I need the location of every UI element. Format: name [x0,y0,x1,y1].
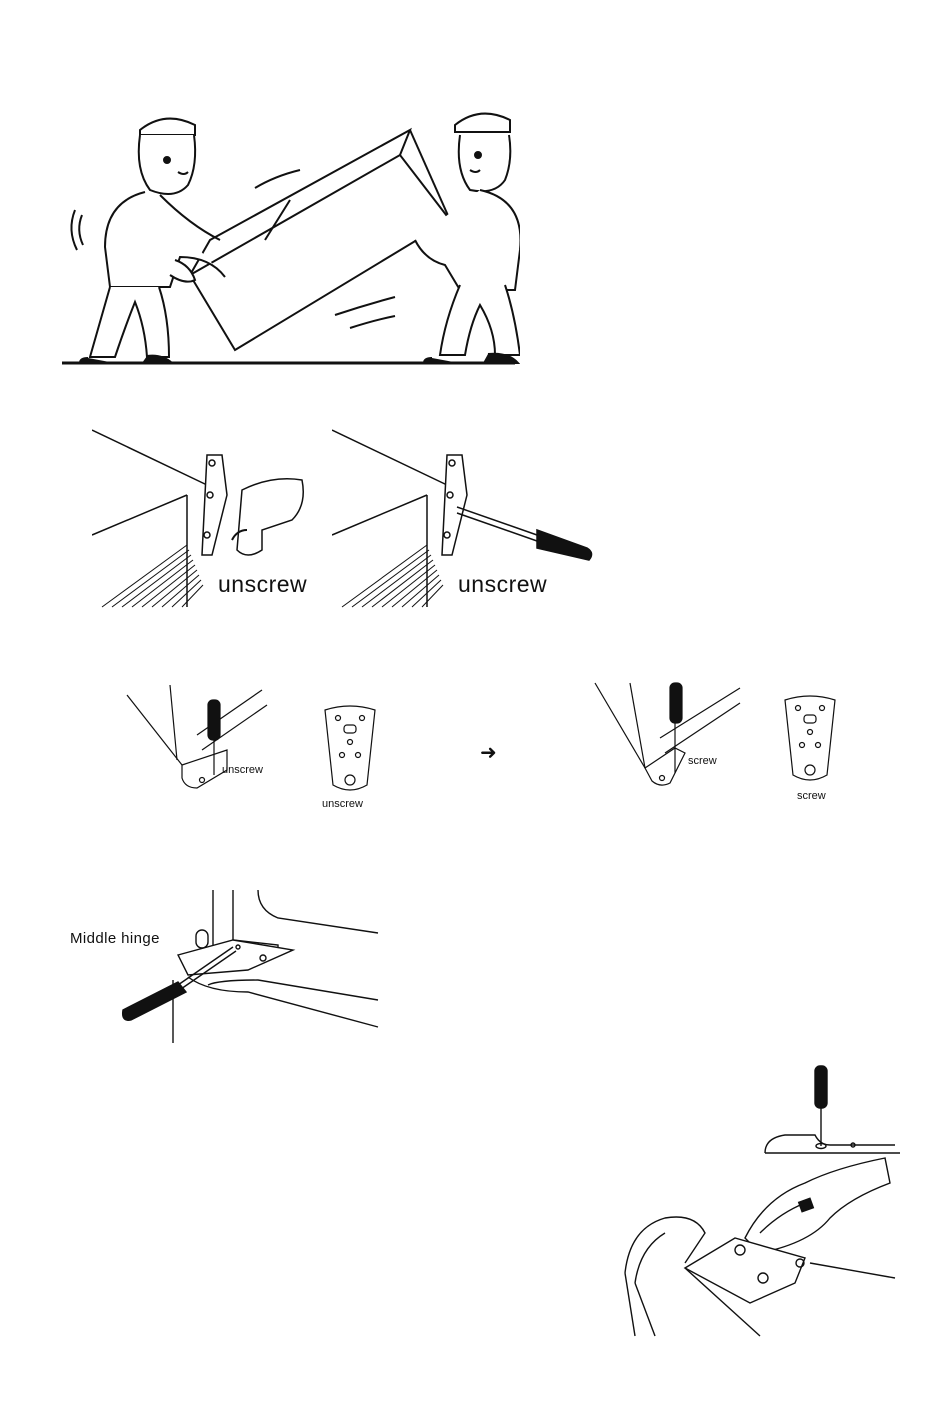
bottom-hinge-right-plate-label: screw [797,790,826,802]
top-hinge-right-label: unscrew [458,571,547,598]
top-hinge-reinstall-screwdriver-icon [615,1058,900,1340]
bottom-hinge-screwdriver-icon [590,678,750,793]
bottom-hinge-right-unit-label: screw [688,755,717,767]
hinge-plate-icon [780,690,840,785]
top-hinge-unscrew-left: unscrew [92,425,317,610]
middle-hinge-screwdriver-icon [68,885,380,1045]
bottom-hinge-screwdriver-icon [122,680,282,795]
bottom-hinge-unscrew-unit: unscrew [122,680,282,795]
top-hinge-left-label: unscrew [218,571,307,598]
arrow-right-icon: ➜ [480,740,497,764]
middle-hinge-illustration: Middle hinge [68,885,380,1045]
bottom-hinge-plate-before: unscrew [320,700,380,815]
hinge-plate-icon [320,700,380,795]
bottom-hinge-left-unit-label: unscrew [222,764,263,776]
bottom-hinge-plate-after: screw [780,690,850,805]
bottom-hinge-left-plate-label: unscrew [322,798,363,810]
bottom-hinge-screw-unit: screw [590,678,750,793]
middle-hinge-label: Middle hinge [70,930,160,947]
two-men-carrying-box-icon [60,100,520,375]
top-hinge-unscrew-right: unscrew [332,425,597,610]
carry-illustration [60,100,520,375]
reinstall-hinge-illustration [615,1058,900,1340]
